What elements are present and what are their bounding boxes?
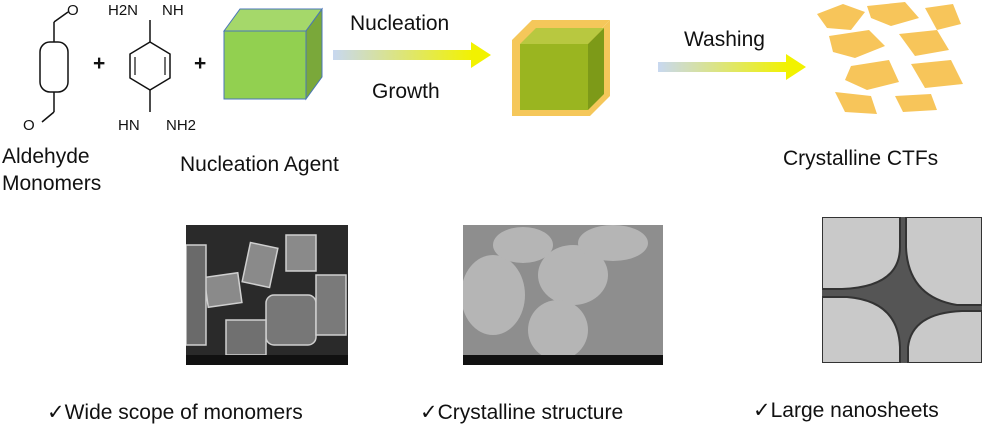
coated-cube [512,20,610,116]
label-monomers: Monomers [2,172,102,195]
label-nucleation: Nucleation [350,12,450,35]
label-aldehyde: Aldehyde [2,145,90,168]
sem-image-wide-scope [186,225,348,365]
amidine-nh2-bottom: NH2 [166,117,197,134]
aldehyde-oxygen-bottom: O [23,117,35,134]
nucleation-agent-cube [223,7,323,101]
amidine-hn-bottom: HN [118,117,140,134]
label-washing: Washing [684,28,765,51]
tem-image-large-nanosheets [822,217,982,363]
amidine-nh-top: NH [162,2,184,19]
label-growth: Growth [372,80,440,103]
feature-wide-scope: ✓Wide scope of monomers [47,401,303,424]
amidine-structure [129,20,171,112]
reaction-arrow-nucleation [333,42,491,68]
amidine-h2n-top: H2N [108,2,139,19]
aldehyde-monomer-structure [39,11,69,123]
ctf-nanosheet-flakes [817,2,963,114]
sem-image-crystalline-structure [463,225,663,365]
label-crystalline-ctfs: Crystalline CTFs [783,147,939,170]
label-nucleation-agent: Nucleation Agent [180,153,339,176]
feature-large-nanosheets: ✓Large nanosheets [753,399,939,422]
plus-sign: + [194,52,207,75]
reaction-arrow-washing [658,54,806,80]
feature-crystalline-structure: ✓Crystalline structure [420,401,624,424]
aldehyde-oxygen-top: O [67,2,79,19]
plus-sign: + [93,52,106,75]
